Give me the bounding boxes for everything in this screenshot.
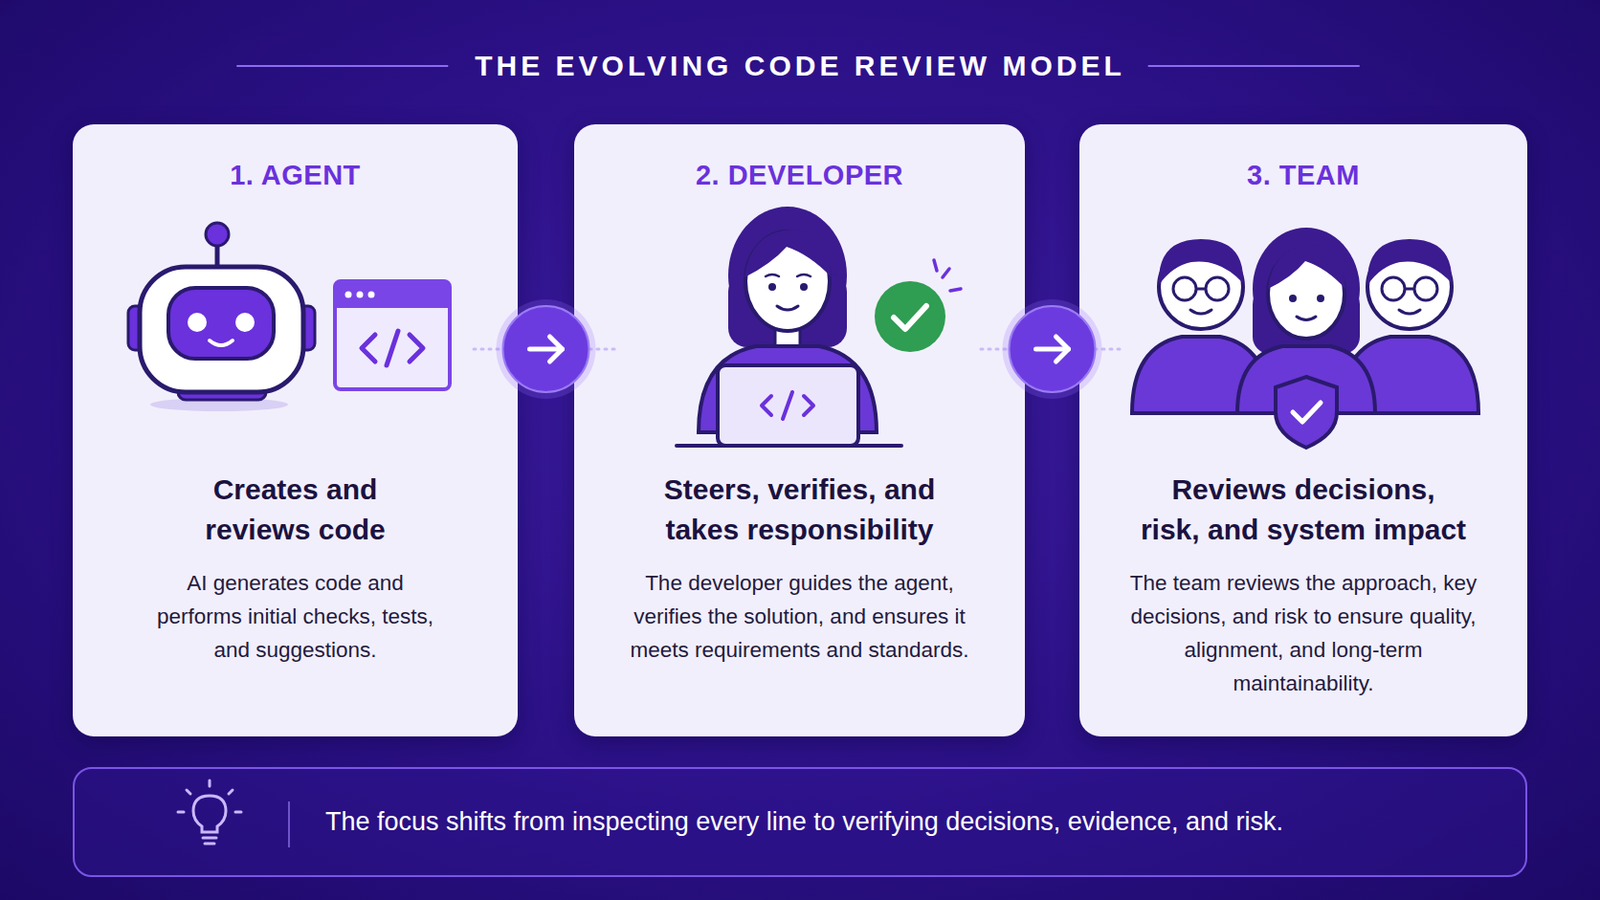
step-heading: 1. AGENT: [91, 158, 499, 192]
connector-line: [517, 348, 575, 352]
connector-line: [1024, 348, 1080, 352]
step-subtitle: Creates and reviews code: [152, 469, 440, 551]
diagram-title: THE EVOLVING CODE REVIEW MODEL: [474, 47, 1125, 85]
arrow-shaft: [530, 347, 563, 353]
step-card: 2. DEVELOPER Steers, verifies, and takes …: [574, 124, 1025, 737]
arrow-head: [1056, 336, 1069, 362]
summary-band: The focus shifts from inspecting every l…: [72, 767, 1528, 878]
arrow-shaft: [1036, 347, 1069, 353]
step-heading: 2. DEVELOPER: [593, 158, 1006, 192]
step-description: The developer guides the agent, verifies…: [615, 566, 984, 667]
arrow-head: [1036, 336, 1069, 362]
arrow-head: [550, 336, 563, 362]
step-description: AI generates code and performs initial c…: [156, 566, 435, 667]
title-rule-part: [1148, 65, 1360, 67]
step-card: 1. AGENT Creates and reviews code AI gener…: [72, 124, 518, 737]
title-rule-part: [236, 65, 448, 67]
step-description: The team reviews the approach, key decis…: [1121, 566, 1486, 701]
step-heading: 3. TEAM: [1098, 158, 1509, 192]
step-subtitle: Steers, verifies, and takes responsibili…: [608, 469, 992, 551]
summary-text: The focus shifts from inspecting every l…: [325, 769, 1284, 876]
arrow-head: [530, 336, 563, 362]
step-subtitle: Reviews decisions, risk, and system impa…: [1111, 469, 1495, 551]
step-card: 3. TEAM Reviews decisions, risk, and syst…: [1079, 124, 1528, 737]
